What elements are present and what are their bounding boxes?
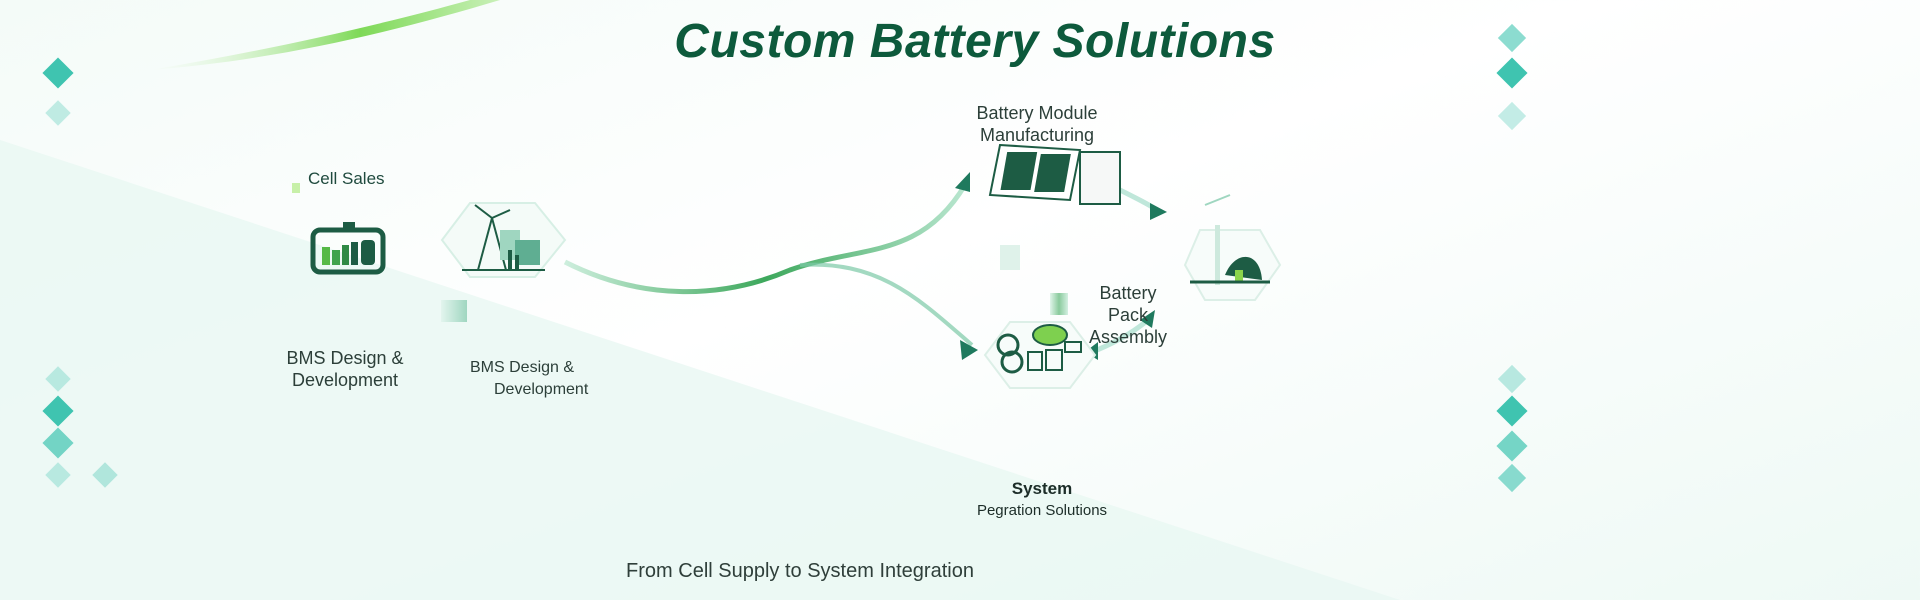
renewable-energy-icon: [440, 202, 567, 278]
battery-icon: [310, 222, 386, 275]
battery-pack-assembly-icon: [1183, 194, 1282, 301]
footer-caption: From Cell Supply to System Integration: [626, 560, 974, 582]
top-swoosh: [150, 0, 500, 70]
pack-line3: Assembly: [1088, 327, 1168, 347]
module-line1: Battery Module: [976, 103, 1098, 123]
cell-sales-label: Cell Sales: [308, 169, 385, 188]
module-line2: Manufacturing: [979, 125, 1095, 145]
bms-left-label: BMS Design & Development: [275, 347, 415, 391]
bms-left-line2: Development: [291, 370, 399, 390]
battery-module-icon: [988, 143, 1121, 205]
decorative-diamonds: [42, 23, 1528, 493]
bms-left-line1: BMS Design &: [286, 348, 404, 368]
diagonal-band: [0, 140, 1400, 600]
pack-line2: Pack: [1107, 305, 1149, 325]
flow-curve-to-system: [799, 262, 974, 347]
module-label: Battery Module Manufacturing: [967, 102, 1107, 146]
system-label: System Pegration Solutions: [942, 478, 1142, 522]
bms-right-line2: Development: [494, 381, 589, 398]
flow-curve-to-module: [563, 183, 968, 294]
system-line1: System: [1011, 479, 1073, 498]
pack-line1: Battery: [1099, 283, 1157, 303]
bms-right-line1: BMS Design &: [470, 359, 575, 376]
bullet-square-icon: [292, 183, 300, 193]
system-integration-icon: [983, 321, 1097, 389]
bms-right-square-icon: [441, 300, 467, 322]
page-title: Custom Battery Solutions: [674, 15, 1276, 68]
bms-right-label: BMS Design & Development: [470, 357, 610, 401]
system-line2: Pegration Solutions: [976, 502, 1108, 519]
pack-label: Battery Pack Assembly: [1068, 282, 1188, 348]
